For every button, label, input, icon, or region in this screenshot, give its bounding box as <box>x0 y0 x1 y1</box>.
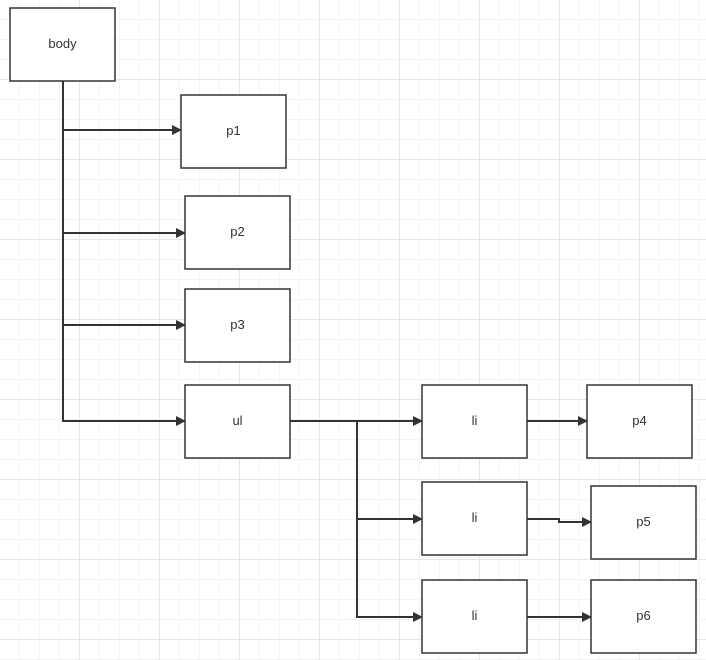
node-li-2: li <box>421 481 528 556</box>
node-label: p4 <box>632 413 646 428</box>
edge-ul-li2 <box>356 421 423 524</box>
edge-li2-p5 <box>527 517 592 527</box>
node-label: li <box>472 608 478 623</box>
node-body: body <box>9 7 116 82</box>
node-label: body <box>48 36 77 51</box>
node-p2: p2 <box>184 195 291 270</box>
node-p5: p5 <box>590 485 697 560</box>
node-p1: p1 <box>180 94 287 169</box>
node-label: p2 <box>230 224 244 239</box>
node-label: p6 <box>636 608 650 623</box>
node-label: p1 <box>226 123 240 138</box>
node-label: li <box>472 413 478 428</box>
node-p4: p4 <box>586 384 693 459</box>
node-label: p3 <box>230 317 244 332</box>
edge-body-p2 <box>62 130 186 238</box>
node-label: li <box>472 510 478 525</box>
edge-ul-li3 <box>356 519 423 622</box>
edges <box>62 81 592 622</box>
node-p6: p6 <box>590 579 697 654</box>
edge-body-ul <box>62 325 186 426</box>
node-ul: ul <box>184 384 291 459</box>
edge-body-p3 <box>62 233 186 330</box>
node-p3: p3 <box>184 288 291 363</box>
node-label: ul <box>232 413 242 428</box>
edge-body-p1 <box>62 81 182 135</box>
node-li-3: li <box>421 579 528 654</box>
node-label: p5 <box>636 514 650 529</box>
node-li-1: li <box>421 384 528 459</box>
